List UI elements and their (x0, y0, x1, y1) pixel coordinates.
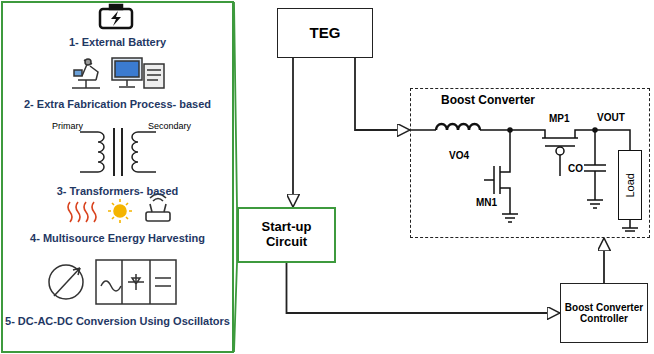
signal-arrow (603, 238, 605, 283)
box-label: Boost Converter Controller (561, 302, 647, 325)
signal-arrow (287, 263, 561, 313)
startup-box: Start-up Circuit (237, 207, 336, 263)
method-label: 4- Multisource Energy Harvesting (5, 232, 230, 245)
source-box: TEG (277, 8, 373, 58)
transformer-icon (80, 128, 156, 176)
box-label: Start-up Circuit (239, 220, 334, 250)
method-label: 1- External Battery (5, 36, 230, 49)
region-title: Boost Converter (441, 93, 535, 107)
load-box: Load (618, 150, 642, 220)
signal-label: CO (568, 163, 583, 174)
box-label: TEG (307, 24, 344, 41)
signal-arrow (292, 58, 294, 207)
zoom-lines (234, 2, 237, 352)
multisource-icon (68, 194, 170, 223)
fabrication-icon (72, 58, 164, 88)
method-label: 2- Extra Fabrication Process- based (5, 98, 230, 111)
boost-circuit (410, 124, 638, 231)
controller-box: Boost Converter Controller (560, 283, 648, 343)
method-label: 3- Transformers- based (5, 185, 230, 198)
box-label: Load (624, 170, 637, 200)
method-label: 5- DC-AC-DC Conversion Using Oscillators (5, 315, 230, 328)
winding-label: Secondary (148, 121, 191, 131)
battery-icon (100, 5, 132, 28)
signal-label: VOUT (597, 112, 625, 123)
signal-label: MN1 (476, 197, 497, 208)
source-panel: 1- External Battery 2- Extra Fabrication … (1, 1, 234, 353)
converter-region: Load Boost Converter (410, 88, 650, 238)
oscillator-icon (49, 260, 176, 304)
winding-label: Primary (52, 121, 83, 131)
signal-arrow (355, 58, 410, 130)
signal-label: VO4 (449, 150, 469, 161)
signal-label: MP1 (549, 113, 570, 124)
